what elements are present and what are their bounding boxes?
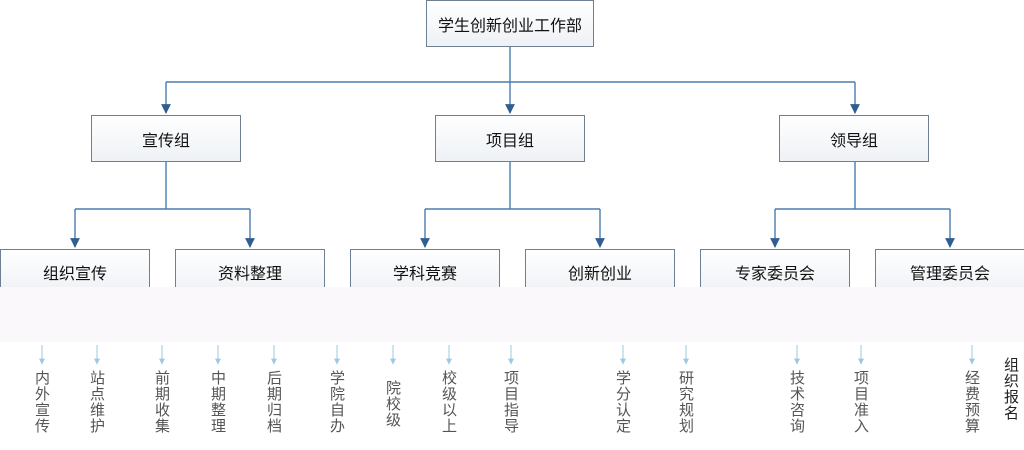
faded-region: [0, 287, 1024, 342]
subgroup-node-label: 专家委员会: [734, 264, 815, 283]
leaf-label: 研究规划: [677, 370, 695, 434]
subgroup-node-label: 学科竞赛: [392, 264, 457, 283]
leaf-label: 内外宣传: [33, 370, 51, 434]
group-node-leadership: 领导组: [779, 115, 929, 162]
root-node-label: 学生创新创业工作部: [437, 15, 582, 35]
leaf-label: 学院自办: [328, 370, 346, 434]
leaf-label: 技术咨询: [788, 370, 806, 434]
leaf-label: 组织报名: [1002, 357, 1020, 421]
subgroup-node-label: 资料整理: [217, 264, 282, 283]
subgroup-node-label: 管理委员会: [909, 264, 990, 283]
leaf-label: 校级以上: [440, 370, 458, 434]
group-node-label: 领导组: [829, 130, 878, 150]
subgroup-node-label: 组织宣传: [42, 264, 107, 283]
leaf-label: 学分认定: [614, 370, 632, 434]
group-node-label: 宣传组: [141, 130, 190, 150]
subgroup-node-label: 创新创业: [567, 264, 632, 283]
leaf-label: 后期归档: [265, 370, 283, 434]
leaf-label: 院校级: [384, 380, 402, 428]
leaf-label: 项目准入: [852, 370, 870, 434]
root-node: 学生创新创业工作部: [426, 0, 594, 47]
group-node-label: 项目组: [485, 130, 534, 150]
leaf-label: 站点维护: [88, 370, 106, 434]
group-node-publicity: 宣传组: [91, 115, 241, 162]
leaf-label: 项目指导: [502, 370, 520, 434]
leaf-label: 前期收集: [153, 370, 171, 434]
leaf-label: 中期整理: [209, 370, 227, 434]
group-node-project: 项目组: [435, 115, 585, 162]
leaf-label: 经费预算: [963, 370, 981, 434]
